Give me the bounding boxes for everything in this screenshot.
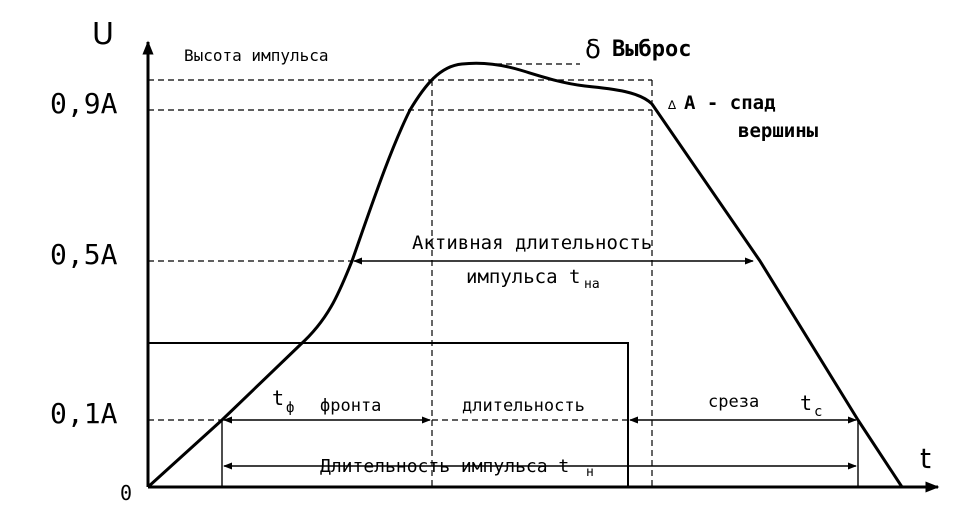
- active-duration-label-line1: Активная длительность: [412, 232, 652, 254]
- fall-t-label: t: [800, 391, 812, 415]
- front-t-subscript: ф: [286, 400, 294, 416]
- fall-t-subscript: с: [814, 404, 822, 420]
- front-t-label: t: [272, 386, 284, 410]
- pulse-height-label: Высота импульса: [184, 46, 329, 65]
- active-duration-subscript: на: [584, 277, 600, 292]
- active-duration-label-line2: импульса t: [466, 266, 580, 288]
- level-0-9-label: 0,9A: [50, 87, 118, 120]
- origin-label: 0: [120, 481, 132, 505]
- level-0-5-label: 0,5A: [50, 238, 118, 271]
- x-axis-label: t: [920, 442, 931, 475]
- front-word-label: фронта: [320, 396, 381, 416]
- top-droop-symbol: ∆: [667, 98, 677, 112]
- top-droop-label-line1: A - спад: [684, 92, 776, 114]
- level-0-1-label: 0,1A: [50, 397, 118, 430]
- y-axis-label: U: [92, 17, 114, 52]
- pulse-duration-subscript: н: [586, 465, 594, 480]
- overshoot-label: Выброс: [612, 37, 691, 62]
- pulse-duration-label: Длительность импульса t: [320, 456, 569, 477]
- top-droop-label-line2: вершины: [738, 120, 819, 142]
- overshoot-symbol: δ: [585, 35, 601, 65]
- duration-word-label: длительность: [462, 396, 585, 416]
- ideal-rectangular-pulse: [147, 342, 629, 487]
- fall-word-label: среза: [708, 392, 759, 412]
- real-pulse-curve: [146, 61, 904, 489]
